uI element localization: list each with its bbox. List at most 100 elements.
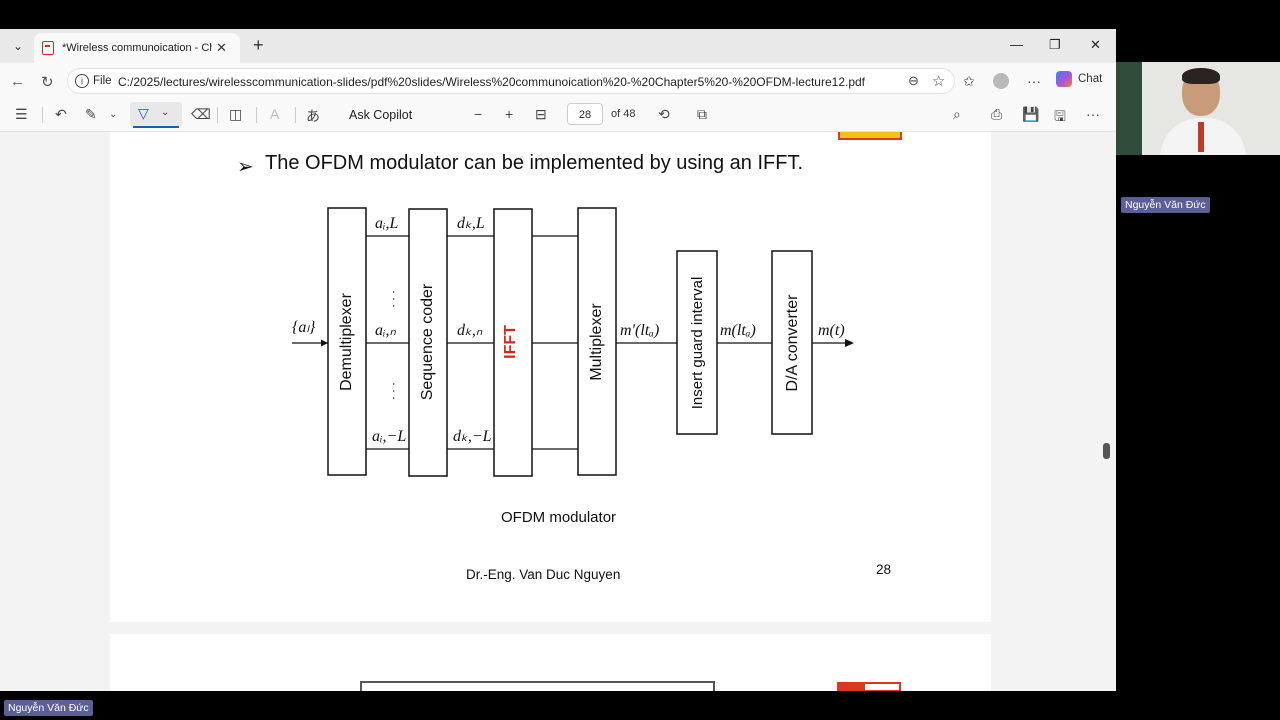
demux-block [327,207,367,476]
webcam-name-tag: Nguyễn Văn Đức [1121,197,1210,213]
divider [295,107,296,123]
minimize-button[interactable]: — [1010,37,1023,52]
pdf-file-icon [42,41,54,55]
input-arrow-icon [321,339,328,347]
fit-width-icon[interactable]: ⊟ [535,106,547,122]
zoom-icon[interactable]: ⊖ [908,73,919,88]
blackboard [1116,62,1142,155]
slide-bullet-text: The OFDM modulator can be implemented by… [265,152,804,174]
ofdm-block-diagram: Demultiplexer Sequence coder IFFT Multip… [292,207,854,477]
guard-block [676,250,718,435]
d-bot-label: dₖ,−L [453,428,492,445]
contents-list-icon[interactable]: ☰ [15,106,28,122]
slide-logo-badge [838,132,902,140]
slide-page-number: 28 [876,562,892,577]
favorites-icon[interactable]: ✩ [963,73,975,89]
zoom-in-button[interactable]: + [505,106,514,122]
url-scheme: File [93,75,112,87]
undo-icon[interactable]: ↶ [55,106,67,122]
info-icon[interactable]: i [75,74,89,88]
eraser-icon[interactable]: ⌫ [191,106,211,122]
output-arrow-icon [845,339,854,347]
restore-button[interactable]: ❐ [1049,37,1061,52]
draw-chevron-down-icon[interactable]: ⌄ [161,107,170,118]
presenter-lanyard [1198,122,1204,152]
url-text[interactable]: C:/2025/lectures/wirelesscommunication-s… [118,75,866,89]
highlight-chevron-down-icon[interactable]: ⌄ [109,109,118,120]
input-label: {aₗ} [292,319,316,336]
dots-upper: · · · [387,290,401,308]
tab-bar: ⌄ *Wireless communoication - Chapter5 - … [0,29,1116,63]
divider [256,107,257,123]
ask-copilot-button[interactable]: Ask Copilot [349,108,413,122]
more-options-icon[interactable]: ··· [1086,106,1100,122]
tab-pdf[interactable]: *Wireless communoication - Chapter5 - OF… [34,33,240,63]
read-aloud-icon: A [270,106,280,122]
two-page-view-icon[interactable]: ⧉ [697,106,707,122]
next-slide-logo-badge [837,682,901,691]
dots-lower: · · · [387,382,401,400]
chat-label: Chat [1078,73,1103,85]
browser-window: ⌄ *Wireless communoication - Chapter5 - … [0,29,1116,691]
save-as-icon[interactable]: 🖫 [1054,108,1066,124]
close-window-button[interactable]: ✕ [1090,37,1101,52]
a-top-label: aᵢ,L [375,215,399,232]
vertical-scrollbar[interactable] [1100,132,1116,691]
m-t-label: m(t) [818,322,845,339]
da-block [771,250,813,435]
profile-avatar[interactable] [993,73,1009,92]
pdf-viewport[interactable]: ➢ The OFDM modulator can be implemented … [0,132,1100,691]
pdf-toolbar: ☰ ↶ ✎ ⌄ ▽ ⌄ ⌫ ◫ A あ Ask Copilot − + ⊟ 28… [0,99,1116,132]
address-bar-row: ← ↻ i File C:/2025/lectures/wirelesscomm… [0,63,1116,99]
pdf-next-page [110,634,991,691]
ifft-label: IFFT [502,325,519,359]
tab-close-icon[interactable]: ✕ [216,40,227,55]
mux-block [577,207,617,476]
new-tab-button[interactable]: + [253,35,264,55]
guard-label: Insert guard interval [689,277,706,410]
pdf-page: ➢ The OFDM modulator can be implemented … [110,132,991,622]
search-icon[interactable]: ⌕ [953,106,961,122]
zoom-out-button[interactable]: − [474,106,483,122]
m-lta-label: m(ltₐ) [720,322,756,339]
draw-button[interactable]: ▽ ⌄ [130,102,182,128]
tab-actions-chevron-icon[interactable]: ⌄ [12,39,24,53]
next-slide-box [360,681,715,691]
scrollbar-thumb[interactable] [1103,443,1110,459]
divider [217,107,218,123]
divider [42,107,43,123]
demux-label: Demultiplexer [338,292,355,390]
bottom-name-tag: Nguyễn Văn Đức [4,700,93,716]
copilot-icon [1056,71,1072,87]
a-mid-label: aᵢ,ₙ [375,322,397,339]
save-icon[interactable]: 💾 [1022,106,1040,122]
page-total: of 48 [611,108,636,120]
seqcoder-label: Sequence coder [419,283,436,400]
presenter-hair [1182,68,1220,84]
highlight-icon[interactable]: ✎ [85,106,97,122]
print-icon[interactable]: ⎙ [991,106,1003,122]
da-label: D/A converter [784,294,801,392]
tab-title: *Wireless communoication - Chapter5 - OF… [62,42,212,54]
mux-label: Multiplexer [588,303,605,381]
rotate-icon[interactable]: ⟲ [658,106,670,122]
d-top-label: dₖ,L [457,215,485,232]
more-menu-icon[interactable]: ··· [1027,73,1041,89]
a-bot-label: aᵢ,−L [372,428,406,445]
diagram-caption: OFDM modulator [501,509,617,526]
draw-pen-icon: ▽ [138,105,149,121]
favorite-star-icon[interactable]: ☆ [932,73,946,90]
copilot-chat-button[interactable]: Chat [1056,71,1102,87]
page-view-icon[interactable]: ◫ [229,106,243,122]
translate-icon[interactable]: あ [306,108,320,124]
back-arrow-icon[interactable]: ← [10,73,25,90]
address-bar[interactable]: i File C:/2025/lectures/wirelesscommunic… [67,68,955,94]
webcam-video [1116,62,1280,155]
refresh-icon[interactable]: ↻ [41,74,54,91]
slide-author: Dr.-Eng. Van Duc Nguyen [466,567,621,582]
m-prime-label: m′(ltₐ) [620,322,659,339]
bullet-marker: ➢ [237,156,254,178]
d-mid-label: dₖ,ₙ [457,322,483,339]
draw-active-indicator [133,126,179,128]
page-number-input[interactable]: 28 [567,103,603,125]
